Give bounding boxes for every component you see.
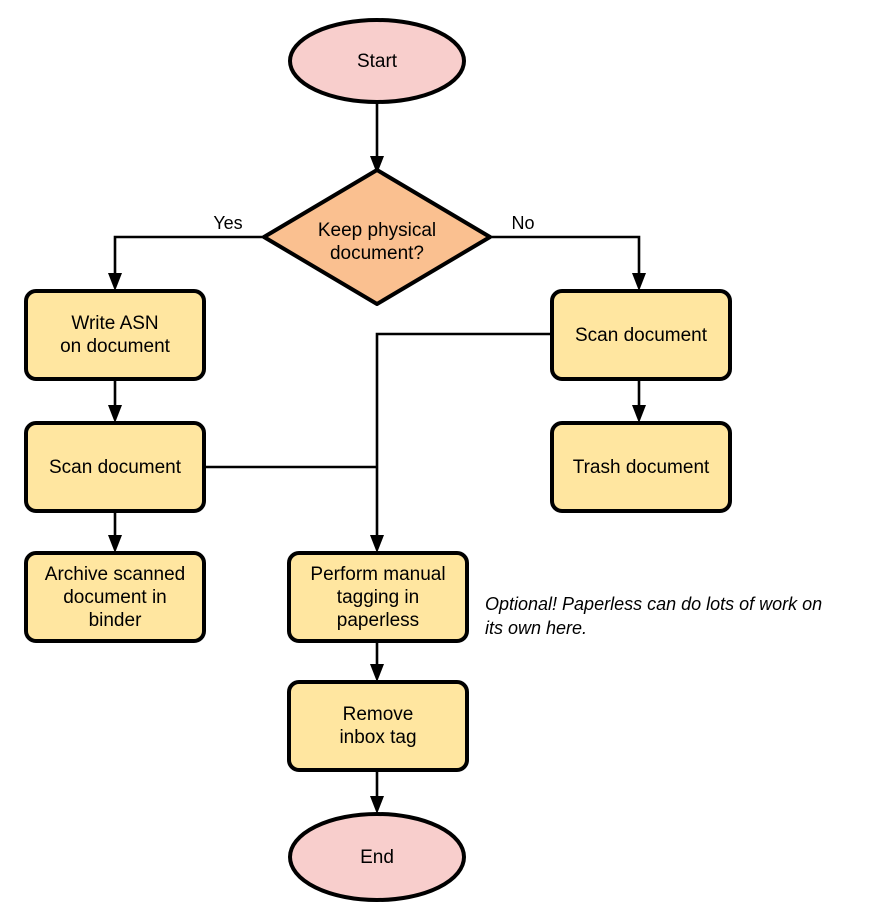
arrow-head-icon (108, 535, 122, 553)
node-scan-document-left-shape[interactable] (24, 421, 206, 513)
node-keep-physical-document[interactable]: Keep physical document? (262, 168, 492, 306)
node-manual-tagging-shape[interactable] (287, 551, 469, 643)
edge-remove-inbox-to-end (370, 770, 384, 814)
edge-scan-left-to-archive (108, 511, 122, 553)
node-archive-binder-shape[interactable] (24, 551, 206, 643)
node-remove-inbox-tag[interactable]: Remove inbox tag (287, 680, 469, 772)
node-write-asn-label-line1: Write ASN (71, 313, 158, 334)
node-trash-document-label: Trash document (573, 457, 710, 478)
edge-decision-no-to-scan-right (491, 235, 646, 291)
edge-label-no: No (511, 213, 534, 233)
node-keep-physical-document-label-line2: document? (330, 243, 424, 264)
node-write-asn[interactable]: Write ASN on document (24, 289, 206, 381)
node-remove-inbox-tag-shape[interactable] (287, 680, 469, 772)
node-write-asn-label-line2: on document (60, 336, 171, 357)
arrow-head-icon (370, 156, 384, 174)
node-start-shape[interactable] (288, 18, 466, 104)
node-manual-tagging-label-line1: Perform manual (310, 564, 445, 585)
node-start-label: Start (357, 51, 398, 72)
node-end-label: End (360, 847, 394, 868)
edge-write-asn-to-scan-left (108, 379, 122, 423)
edge-scan-right-to-trash (632, 379, 646, 423)
node-trash-document[interactable]: Trash document (550, 421, 732, 513)
node-scan-document-right-label: Scan document (575, 325, 708, 346)
node-write-asn-shape[interactable] (24, 289, 206, 381)
edge-decision-yes-to-write-asn (108, 235, 263, 291)
node-archive-binder[interactable]: Archive scanned document in binder (24, 551, 206, 643)
node-start[interactable]: Start (288, 18, 466, 104)
node-keep-physical-document-shape[interactable] (262, 168, 492, 306)
arrow-head-icon (108, 273, 122, 291)
arrow-head-icon (632, 273, 646, 291)
node-archive-binder-label-line2: document in (63, 587, 167, 608)
node-manual-tagging[interactable]: Perform manual tagging in paperless (287, 551, 469, 643)
node-keep-physical-document-label-line1: Keep physical (318, 220, 436, 241)
node-end[interactable]: End (288, 812, 466, 902)
node-remove-inbox-tag-label-line1: Remove (343, 704, 414, 725)
arrow-head-icon (370, 664, 384, 682)
annotation-line2: its own here. (485, 618, 587, 638)
arrow-head-icon (108, 405, 122, 423)
edge-scan-right-to-manual-tagging (370, 332, 552, 553)
node-scan-document-right-shape[interactable] (550, 289, 732, 381)
arrow-head-icon (370, 535, 384, 553)
edge-start-to-decision (370, 102, 384, 174)
node-remove-inbox-tag-label-line2: inbox tag (339, 727, 416, 748)
arrow-head-icon (632, 405, 646, 423)
annotation-optional-paperless: Optional! Paperless can do lots of work … (485, 594, 822, 638)
node-archive-binder-label-line1: Archive scanned (45, 564, 185, 585)
edge-manual-tagging-to-remove-inbox (370, 641, 384, 682)
annotation-line1: Optional! Paperless can do lots of work … (485, 594, 822, 614)
node-end-shape[interactable] (288, 812, 466, 902)
node-scan-document-left-label: Scan document (49, 457, 182, 478)
arrow-head-icon (370, 796, 384, 814)
node-trash-document-shape[interactable] (550, 421, 732, 513)
node-manual-tagging-label-line3: paperless (337, 610, 419, 631)
node-scan-document-right[interactable]: Scan document (550, 289, 732, 381)
node-scan-document-left[interactable]: Scan document (24, 421, 206, 513)
node-manual-tagging-label-line2: tagging in (337, 587, 419, 608)
node-archive-binder-label-line3: binder (89, 610, 142, 631)
edge-label-yes: Yes (213, 213, 242, 233)
